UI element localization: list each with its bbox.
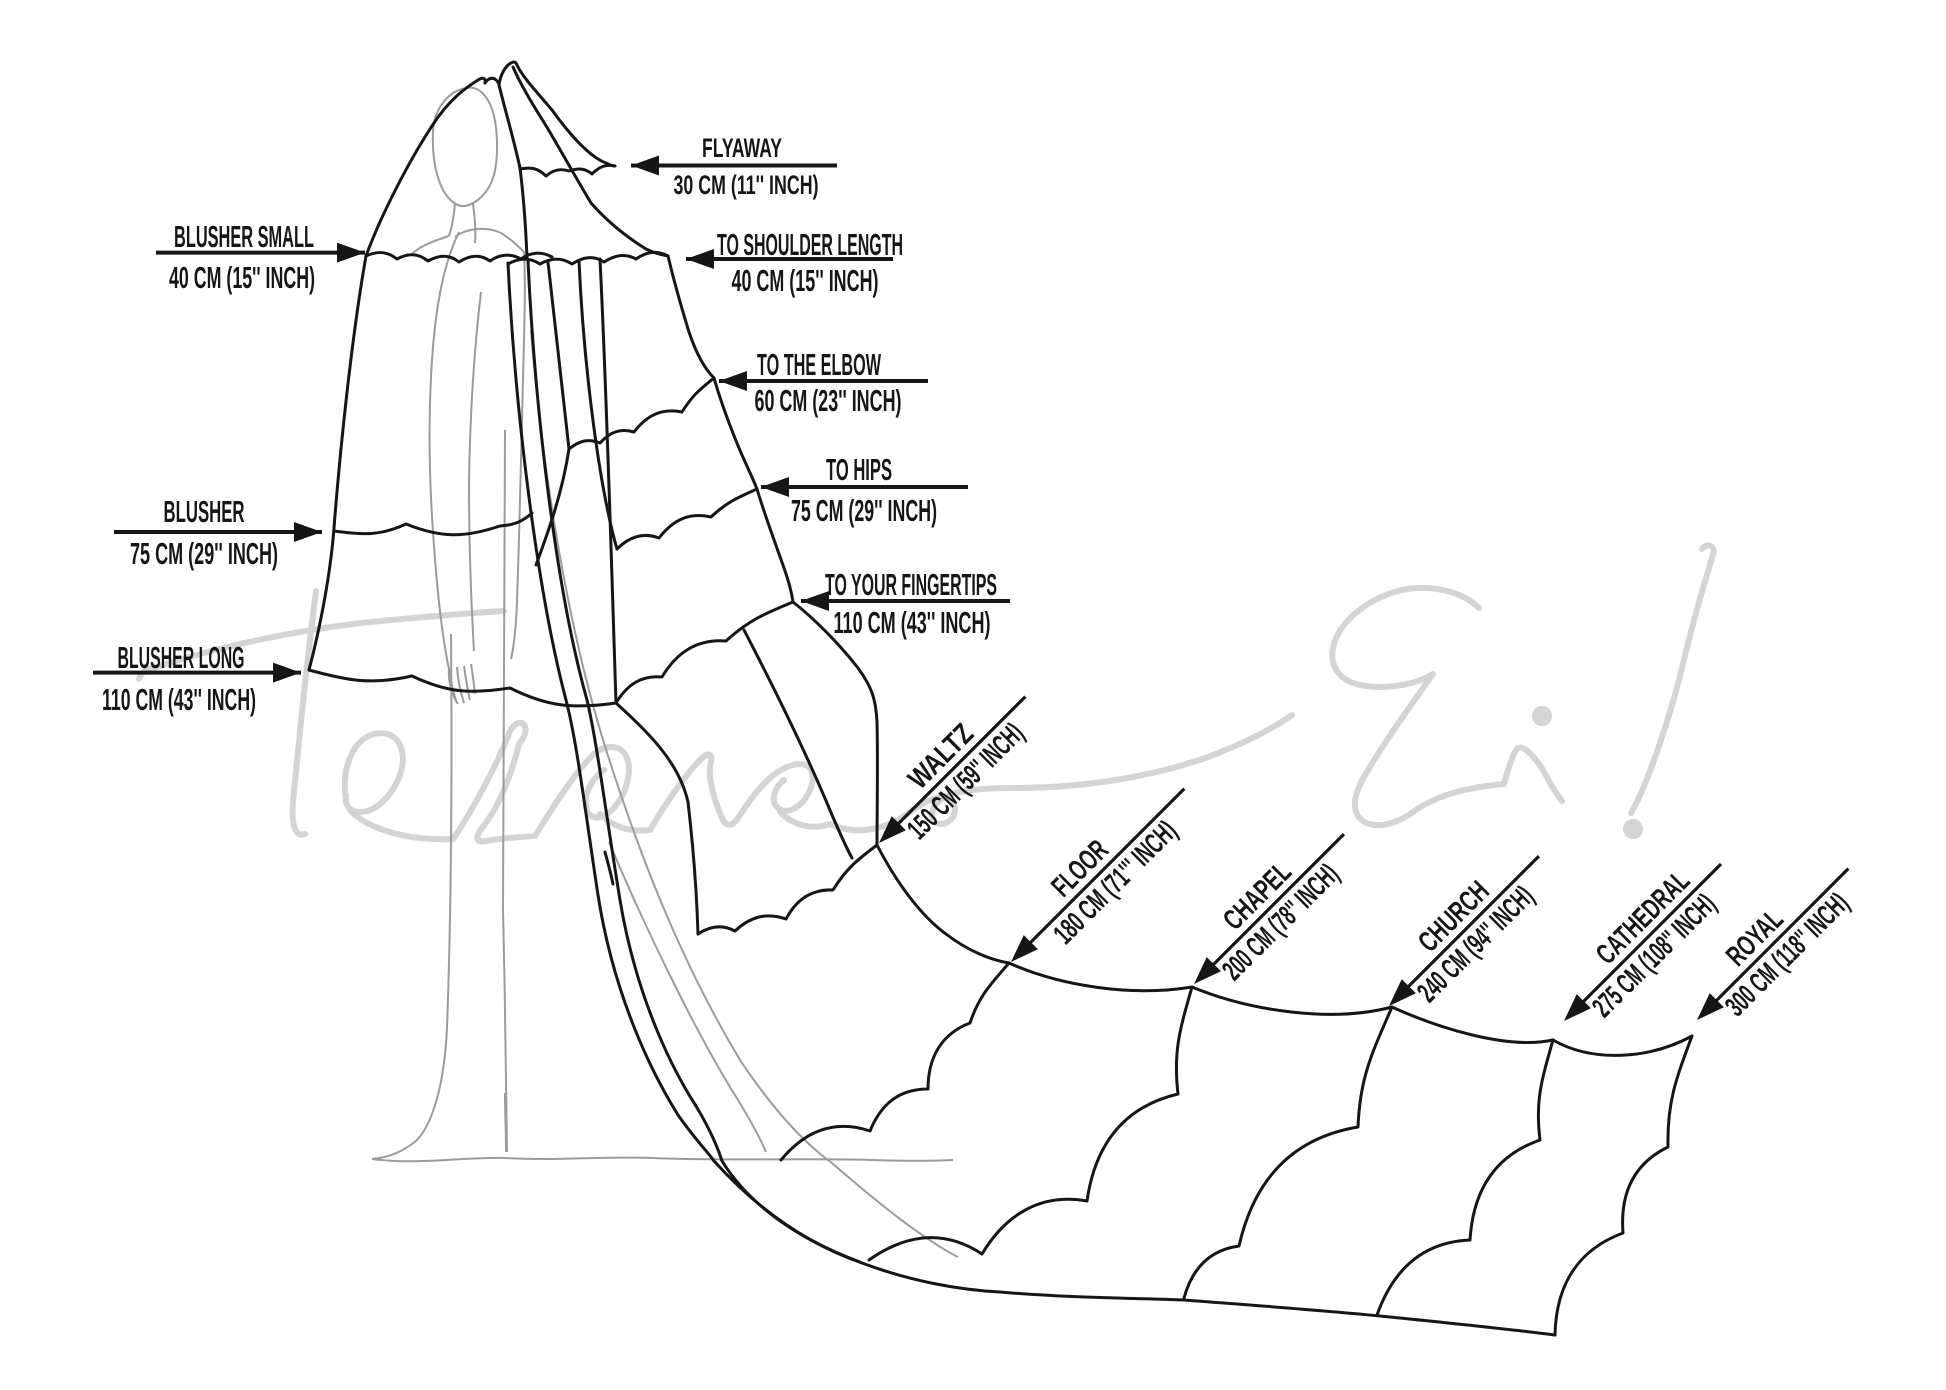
svg-text:110 CM (43'' INCH): 110 CM (43'' INCH): [102, 682, 256, 717]
svg-text:BLUSHER LONG: BLUSHER LONG: [118, 640, 245, 675]
svg-text:75 CM (29'' INCH): 75 CM (29'' INCH): [791, 493, 937, 528]
svg-text:75 CM (29'' INCH): 75 CM (29'' INCH): [130, 536, 278, 571]
svg-text:TO YOUR FINGERTIPS: TO YOUR FINGERTIPS: [825, 567, 997, 602]
svg-text:TO HIPS: TO HIPS: [826, 452, 892, 487]
svg-text:FLYAWAY: FLYAWAY: [702, 133, 782, 163]
svg-text:BLUSHER: BLUSHER: [164, 494, 245, 529]
svg-text:40 CM (15'' INCH): 40 CM (15'' INCH): [169, 260, 315, 295]
svg-text:30 CM (11'' INCH): 30 CM (11'' INCH): [674, 170, 819, 200]
svg-text:BLUSHER SMALL: BLUSHER SMALL: [174, 219, 314, 254]
svg-text:40 CM (15'' INCH): 40 CM (15'' INCH): [732, 263, 879, 298]
svg-text:60 CM (23'' INCH): 60 CM (23'' INCH): [755, 383, 902, 418]
svg-text:110 CM (43'' INCH): 110 CM (43'' INCH): [834, 605, 991, 640]
svg-text:TO THE ELBOW: TO THE ELBOW: [757, 347, 881, 382]
svg-text:TO SHOULDER LENGTH: TO SHOULDER LENGTH: [717, 227, 903, 262]
